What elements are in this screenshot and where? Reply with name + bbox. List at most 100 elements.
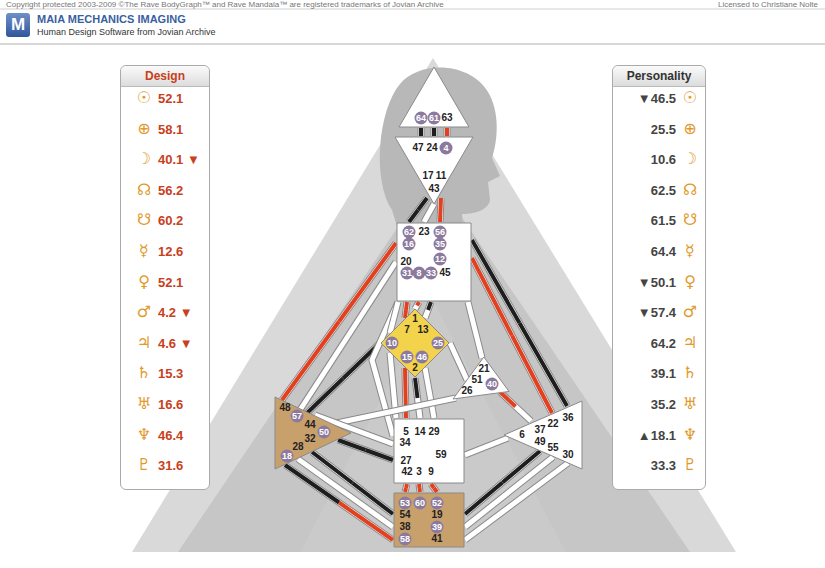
gate-number: 3 — [416, 466, 422, 478]
activated-gate-number: 4 — [440, 142, 453, 155]
root-center: 536052541938395841 — [393, 492, 465, 548]
channel-outline — [465, 451, 540, 514]
channel-outline — [472, 240, 567, 406]
channel-activation — [419, 484, 420, 492]
g-center: 1713102515462 — [380, 308, 450, 378]
channel-activation — [285, 465, 393, 540]
channel-outline — [500, 392, 531, 421]
product-subtitle: Human Design Software from Jovian Archiv… — [37, 27, 216, 38]
gate-number: 27 — [400, 455, 411, 467]
activated-gate-number: 57 — [291, 410, 304, 423]
personality-activation: 35.2 — [651, 397, 676, 412]
channel-activation — [405, 484, 407, 492]
channel — [440, 198, 441, 222]
channel-activation — [306, 343, 380, 414]
channel — [306, 343, 380, 414]
personality-activation: 33.3 — [651, 458, 676, 473]
activated-gate-number: 25 — [432, 337, 445, 350]
center-shape — [394, 493, 464, 547]
channel-activation — [312, 452, 393, 514]
personality-activation: ▼57.4 — [638, 305, 676, 320]
design-activation: 58.1 — [158, 121, 183, 136]
gate-number: 45 — [439, 267, 450, 279]
channel — [285, 465, 393, 540]
channel-body — [298, 459, 393, 527]
activated-gate-number: 60 — [414, 497, 427, 510]
channel-body — [465, 463, 568, 540]
channel-outline — [415, 378, 420, 418]
activated-gate-number: 64 — [415, 112, 428, 125]
design-activation: 60.2 — [158, 213, 183, 228]
channel-outline — [431, 128, 438, 136]
channel-outline — [425, 302, 431, 318]
activated-gate-number: 10 — [386, 337, 399, 350]
gate-number: 36 — [562, 412, 573, 424]
personality-activation: ▼46.5 — [638, 91, 676, 106]
personality-activation: ▼50.1 — [638, 274, 676, 289]
gate-number: 1 — [412, 313, 418, 325]
design-activation: 15.3 — [158, 366, 183, 381]
activated-gate-number: 52 — [431, 497, 444, 510]
gate-number: 38 — [399, 521, 410, 533]
channel — [472, 240, 567, 406]
channel — [434, 128, 435, 136]
copyright-note: Copyright protected 2003-2009 ©The Rave … — [6, 0, 444, 9]
personality-activation: 61.5 — [651, 213, 676, 228]
center-shape — [504, 401, 582, 469]
gate-number: 19 — [431, 509, 442, 521]
design-activation: 31.6 — [158, 458, 183, 473]
activated-gate-number: 33 — [425, 267, 438, 280]
panel-title: Design — [121, 66, 209, 86]
channel-body — [419, 128, 424, 136]
logo-mark: M — [6, 13, 30, 37]
personality-activation: 10.6 — [651, 152, 676, 167]
channel-outline — [465, 438, 508, 455]
spleen-center: 48574450322818 — [274, 396, 352, 470]
channel — [465, 438, 508, 455]
gate-number: 9 — [428, 466, 434, 478]
channel-outline — [431, 484, 437, 492]
channel-outline — [418, 128, 425, 136]
channel-body — [465, 457, 553, 527]
planet-symbol: ♆ — [137, 426, 151, 444]
gate-number: 28 — [292, 441, 303, 453]
planet-symbol: ♅ — [683, 395, 697, 413]
planet-symbol: ♀ — [138, 273, 150, 291]
gate-number: 24 — [426, 142, 437, 154]
channel-activation — [431, 484, 437, 492]
planet-symbol: ☋ — [137, 211, 151, 229]
channel-activation — [465, 451, 540, 514]
planet-symbol: ♄ — [683, 364, 697, 382]
personality-activation: ▲18.1 — [638, 427, 676, 442]
channel-activation — [405, 302, 407, 318]
channel-outline — [419, 484, 420, 492]
gate-number: 21 — [478, 363, 489, 375]
channel-body — [419, 484, 420, 492]
activated-gate-number: 58 — [399, 533, 412, 546]
center-shape — [275, 397, 351, 469]
channel-outline — [468, 302, 482, 358]
channel-outline — [312, 452, 393, 514]
personality-activation: 62.5 — [651, 182, 676, 197]
channel-activation — [312, 452, 393, 514]
planet-symbol: ☋ — [683, 211, 697, 229]
throat-center: 622356163520123183345 — [396, 222, 472, 302]
gate-number: 32 — [304, 433, 315, 445]
gate-number: 59 — [435, 449, 446, 461]
channel-body — [285, 465, 393, 540]
product-name: MAIA MECHANICS IMAGING — [37, 13, 186, 26]
center-shape — [394, 419, 464, 483]
planet-symbol: ♃ — [137, 334, 151, 352]
channel-activation — [405, 302, 407, 318]
ajna-center: 47244171143 — [394, 136, 474, 205]
planet-symbol: ♇ — [137, 456, 151, 474]
channel — [447, 128, 448, 136]
personality-activation: 25.5 — [651, 121, 676, 136]
gate-number: 34 — [399, 437, 410, 449]
gate-number: 17 — [422, 170, 433, 182]
channel — [419, 484, 420, 492]
gate-number: 7 — [404, 324, 410, 336]
gate-number: 51 — [471, 374, 482, 386]
planet-symbol: ♆ — [683, 426, 697, 444]
channel-body — [415, 378, 420, 418]
